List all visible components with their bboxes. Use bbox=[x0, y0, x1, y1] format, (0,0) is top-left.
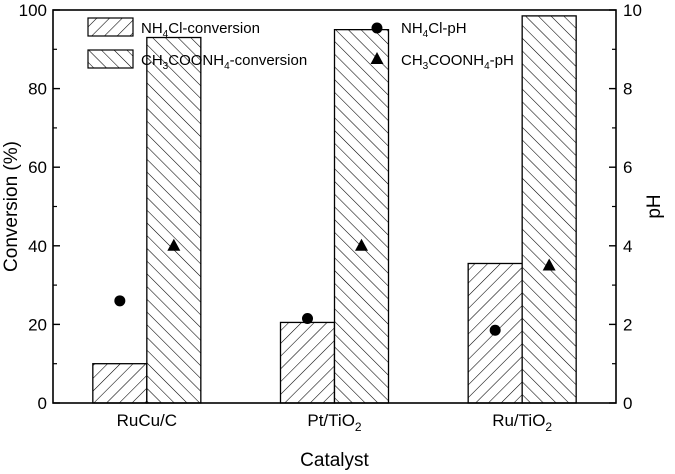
point-triangle bbox=[355, 238, 368, 251]
bar bbox=[333, 28, 390, 404]
y-tick-label: 0 bbox=[38, 394, 47, 413]
y-tick-label: 100 bbox=[19, 1, 47, 20]
y2-tick-label: 6 bbox=[623, 158, 632, 177]
legend-marker-circle bbox=[371, 22, 383, 34]
legend-label: NH4Cl-pH bbox=[401, 20, 467, 40]
y2-tick-label: 2 bbox=[623, 315, 632, 334]
point-circle bbox=[489, 324, 501, 336]
y2-tick-label: 8 bbox=[623, 80, 632, 99]
y-axis-title: Conversion (%) bbox=[1, 141, 22, 272]
x-tick-label: Ru/TiO2 bbox=[492, 411, 552, 434]
bar bbox=[92, 363, 148, 404]
y-tick-label: 80 bbox=[28, 80, 47, 99]
y2-tick-label: 4 bbox=[623, 237, 632, 256]
y2-tick-label: 10 bbox=[623, 1, 642, 20]
y-tick-label: 60 bbox=[28, 158, 47, 177]
bar bbox=[146, 36, 202, 404]
legend-swatch bbox=[87, 49, 134, 69]
points-layer bbox=[114, 238, 556, 336]
bar bbox=[521, 15, 577, 404]
point-triangle bbox=[167, 238, 181, 251]
y2-axis-title: pH bbox=[644, 194, 665, 218]
bar bbox=[279, 321, 336, 404]
x-axis-title: Catalyst bbox=[300, 450, 369, 471]
point-triangle bbox=[542, 258, 556, 271]
x-tick-label: Pt/TiO2 bbox=[307, 411, 362, 434]
x-tick-label: RuCu/C bbox=[117, 411, 177, 430]
y2-tick-label: 0 bbox=[623, 394, 632, 413]
legend-swatch bbox=[87, 17, 134, 37]
point-circle bbox=[114, 295, 126, 307]
y-tick-label: 20 bbox=[28, 315, 47, 334]
y-tick-label: 40 bbox=[28, 237, 47, 256]
legend-label: NH4Cl-conversion bbox=[141, 20, 260, 40]
legend-marker-triangle bbox=[370, 52, 384, 64]
legend-label: CH3COONH4-conversion bbox=[141, 52, 307, 72]
point-circle bbox=[302, 313, 313, 325]
legend-label: CH3COONH4-pH bbox=[401, 52, 514, 72]
bars-layer bbox=[92, 15, 577, 404]
